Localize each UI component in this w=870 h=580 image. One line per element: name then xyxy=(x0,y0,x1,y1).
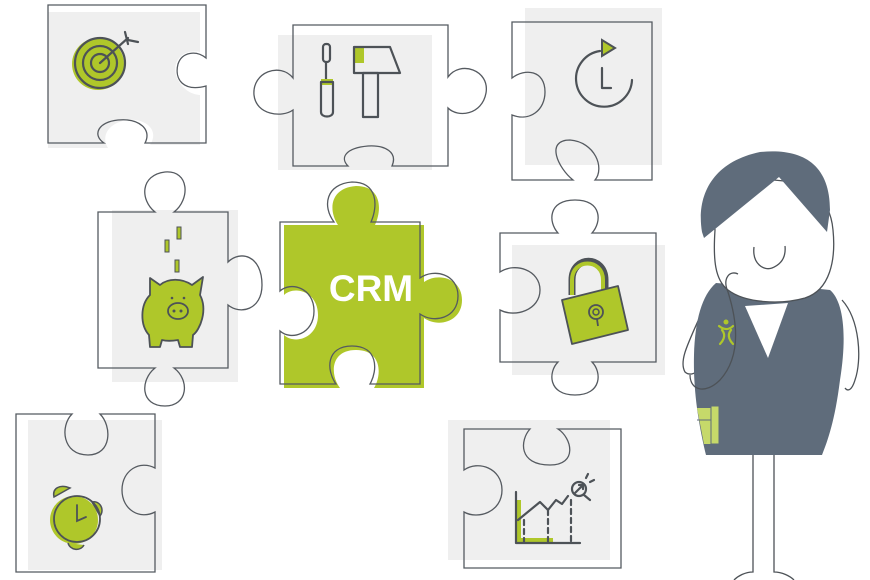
screwdriver-hammer-icon xyxy=(319,42,402,119)
piggy-bank-icon xyxy=(141,276,205,348)
puzzle-piece-alarm xyxy=(15,413,162,573)
pocket-notepad-icon xyxy=(697,405,720,445)
puzzle-piece-crm xyxy=(279,181,462,388)
puzzle-piece-timer xyxy=(511,8,662,181)
shirt xyxy=(693,283,844,455)
puzzle-piece-analytics xyxy=(448,420,622,569)
puzzle-piece-target xyxy=(47,4,207,148)
padlock-icon xyxy=(561,257,629,345)
alarm-clock-icon xyxy=(50,485,103,551)
coins-icon xyxy=(164,226,182,273)
shirt-logo-icon xyxy=(717,319,735,346)
hair xyxy=(700,151,830,238)
timer-icon xyxy=(574,38,634,108)
target-icon xyxy=(72,30,140,90)
puzzle-piece-security xyxy=(499,199,665,396)
crm-label: CRM xyxy=(328,268,414,309)
puzzle-piece-tools xyxy=(253,24,487,170)
puzzle-piece-savings xyxy=(97,171,263,407)
character-figure xyxy=(682,151,860,580)
growth-chart-icon xyxy=(514,472,596,545)
